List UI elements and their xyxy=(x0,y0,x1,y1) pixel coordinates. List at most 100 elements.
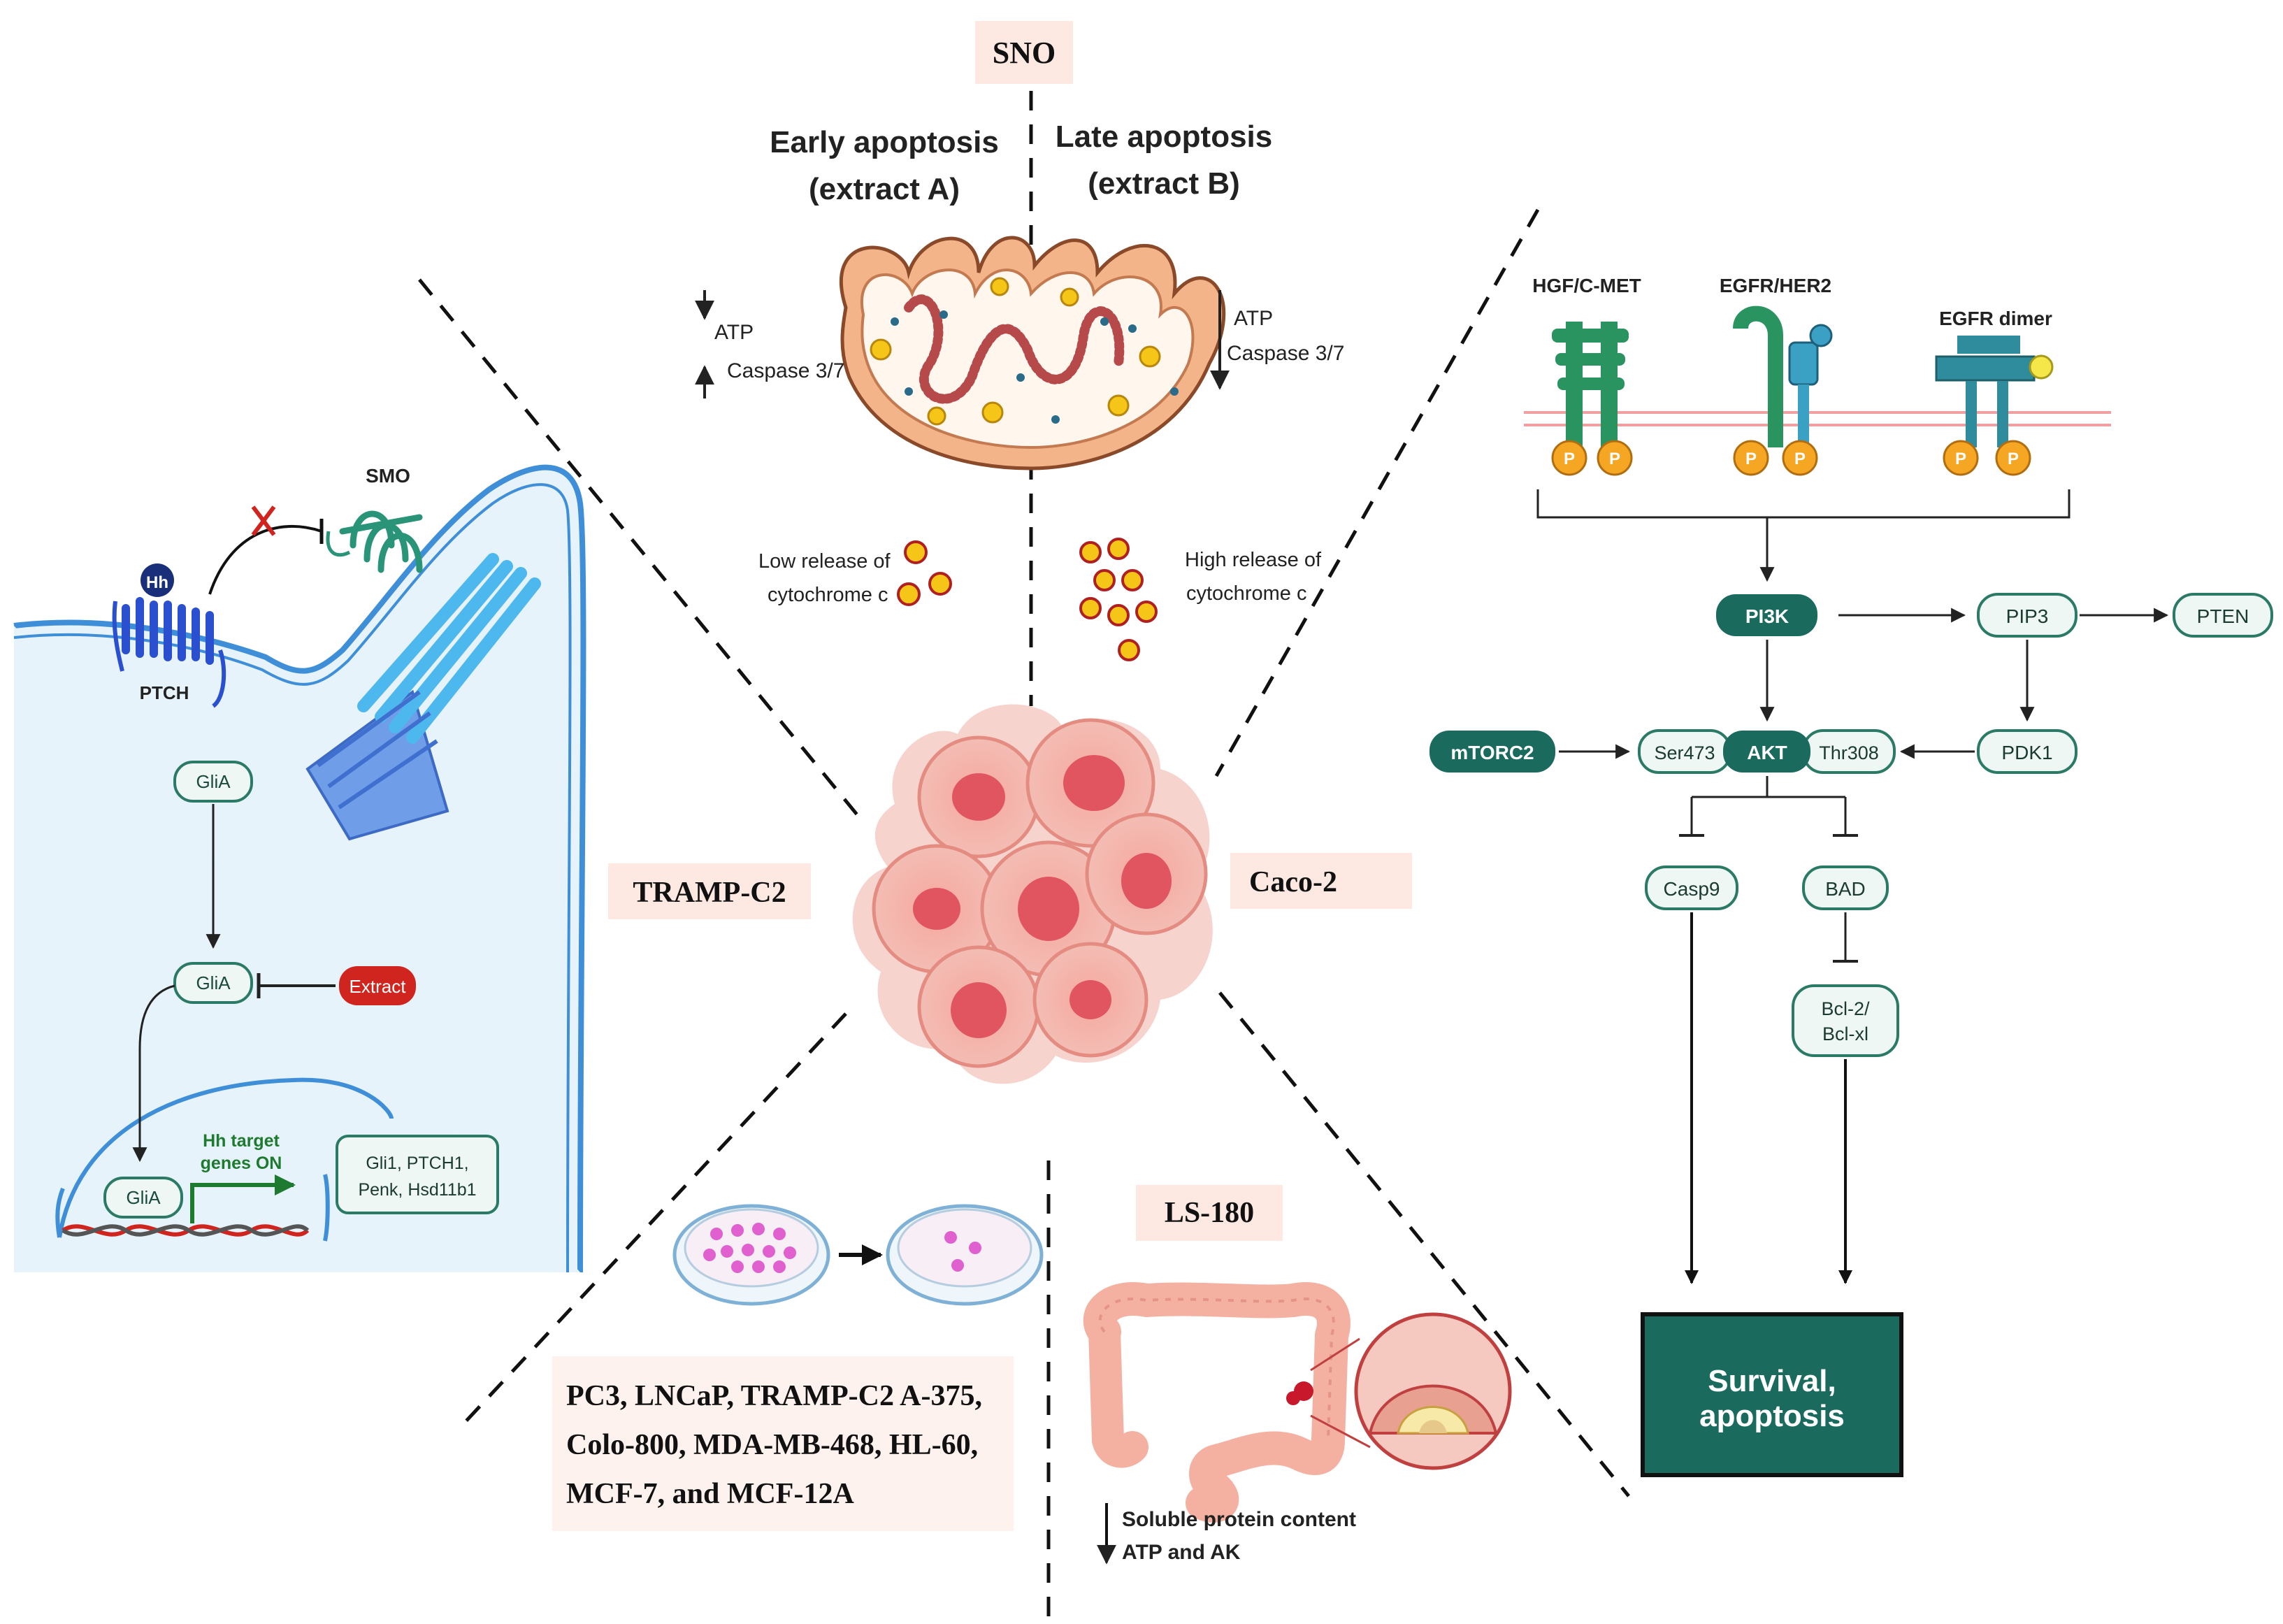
high-release-text: High release of xyxy=(1185,549,1322,571)
mtorc2-label: mTORC2 xyxy=(1450,742,1534,763)
caco2-label-box: Caco-2 xyxy=(1230,853,1412,909)
mitochondrion-icon xyxy=(839,236,1226,470)
cilium-icon xyxy=(305,553,541,841)
bad-label: BAD xyxy=(1825,878,1866,900)
ptch-label: PTCH xyxy=(140,682,189,703)
colon-icon xyxy=(1083,1282,1512,1523)
extract-label: Extract xyxy=(350,976,407,997)
right-atp-text: ATP xyxy=(1234,307,1273,330)
cytochrome-high-icon xyxy=(1079,538,1158,661)
hh-ligand-icon xyxy=(141,563,174,597)
nucleus-membrane xyxy=(57,1077,394,1238)
pi3k-node: PI3K xyxy=(1716,594,1817,636)
phosphate-icon xyxy=(1551,440,2031,476)
svg-text:P: P xyxy=(1564,450,1575,468)
hh-label: Hh xyxy=(146,573,168,592)
soluble-protein-label: Soluble protein content ATP and AK xyxy=(1097,1503,1356,1565)
bclxl-label: Bcl-xl xyxy=(1822,1023,1868,1044)
cell-lines-box: PC3, LNCaP, TRAMP-C2 A-375, Colo-800, MD… xyxy=(552,1356,1014,1531)
ls180-label-box: LS-180 xyxy=(1136,1185,1283,1241)
hgf-cmet-label: HGF/C-MET xyxy=(1532,275,1641,296)
right-caspase-text: Caspase 3/7 xyxy=(1227,342,1344,365)
caco-2-label: Caco-2 xyxy=(1249,866,1337,898)
sno-label-box: SNO xyxy=(975,21,1073,84)
soluble-protein-text: Soluble protein content xyxy=(1122,1508,1356,1531)
svg-text:P: P xyxy=(1609,450,1620,468)
atp-ak-text: ATP and AK xyxy=(1122,1541,1241,1564)
glia-label-2: GliA xyxy=(196,972,231,993)
left-caspase-text: Caspase 3/7 xyxy=(727,359,844,382)
pdk1-node: PDK1 xyxy=(1977,729,2077,774)
pten-node: PTEN xyxy=(2173,593,2273,638)
cytochrome-low-icon xyxy=(897,540,952,606)
ptch-smo-inhibition xyxy=(208,505,324,595)
survival-apoptosis-box: Survival, apoptosis xyxy=(1641,1312,1903,1477)
target-genes-text: Gli1, PTCH1, xyxy=(366,1154,468,1173)
akt-label: AKT xyxy=(1747,742,1787,763)
extract-a-label: (extract A) xyxy=(809,172,960,206)
pip3-label: PIP3 xyxy=(2006,605,2049,627)
mtorc2-node: mTORC2 xyxy=(1429,731,1555,773)
late-apoptosis-label: Late apoptosis xyxy=(1056,120,1273,154)
svg-text:P: P xyxy=(1745,450,1757,468)
cell-lines-text-2: Colo-800, MDA-MB-468, HL-60, xyxy=(566,1429,978,1461)
phosphate-labels: P P P P P P xyxy=(1564,450,2019,468)
receptor-bracket xyxy=(1536,489,2070,582)
bcl2-node: Bcl-2/ Bcl-xl xyxy=(1792,984,1899,1057)
sno-label: SNO xyxy=(993,36,1056,70)
blocked-x-icon xyxy=(251,505,276,536)
svg-text:P: P xyxy=(1955,450,1966,468)
receptor-icon xyxy=(1935,336,2054,447)
dna-icon xyxy=(62,1224,310,1237)
glia-label-1: GliA xyxy=(196,771,231,792)
cancer-cell-cluster-icon xyxy=(852,704,1213,1084)
svg-text:P: P xyxy=(2008,450,2019,468)
glia-pathway: GliA GliA Extract GliA xyxy=(103,761,416,1219)
right-atp-caspase: ATP Caspase 3/7 xyxy=(1210,290,1344,390)
genes-on-label: genes ON xyxy=(201,1154,282,1173)
cell-lines-text-3: MCF-7, and MCF-12A xyxy=(566,1478,854,1510)
hh-target-arrow: Hh target genes ON xyxy=(190,1131,296,1223)
divider-lines xyxy=(418,91,1630,1624)
smo-label: SMO xyxy=(366,465,410,487)
extract-b-label: (extract B) xyxy=(1088,166,1240,201)
low-release-text: Low release of xyxy=(758,550,891,573)
tramp-c2-label: TRAMP-C2 xyxy=(633,877,786,909)
svg-text:P: P xyxy=(1794,450,1806,468)
pip3-node: PIP3 xyxy=(1977,593,2077,638)
bcl2-label: Bcl-2/ xyxy=(1821,998,1870,1019)
ls-180-label: LS-180 xyxy=(1165,1197,1254,1229)
cell-lines-text-1: PC3, LNCaP, TRAMP-C2 A-375, xyxy=(566,1380,982,1412)
target-genes-text-2: Penk, Hsd11b1 xyxy=(358,1180,476,1200)
petri-dish-icon xyxy=(886,1204,1044,1306)
ptch-receptor-icon: Hh PTCH xyxy=(112,563,226,708)
casp9-label: Casp9 xyxy=(1664,878,1720,900)
bad-node: BAD xyxy=(1802,865,1889,910)
receptor-icon xyxy=(1552,322,1629,447)
membrane-lines xyxy=(1524,411,2111,426)
smo-receptor-icon: SMO xyxy=(326,465,423,573)
petri-dish-icon xyxy=(672,1204,830,1306)
egfr-her2-label: EGFR/HER2 xyxy=(1720,275,1831,296)
glia-label-3: GliA xyxy=(126,1187,161,1208)
akt-complex: Ser473 Thr308 AKT xyxy=(1638,729,1896,774)
pten-label: PTEN xyxy=(2197,605,2249,627)
tramp-label-box: TRAMP-C2 xyxy=(608,863,811,919)
left-atp-text: ATP xyxy=(714,321,754,344)
apoptosis-label: apoptosis xyxy=(1699,1399,1845,1433)
bad-inhibition xyxy=(1833,912,1858,963)
hh-target-label: Hh target xyxy=(203,1131,280,1151)
pi3k-label: PI3K xyxy=(1745,605,1789,627)
high-release-text-2: cytochrome c xyxy=(1186,582,1306,605)
ser473-label: Ser473 xyxy=(1654,742,1715,763)
left-atp-caspase: ATP Caspase 3/7 xyxy=(695,290,844,398)
egfr-dimer-label: EGFR dimer xyxy=(1939,308,2052,329)
early-apoptosis-label: Early apoptosis xyxy=(770,125,999,159)
casp9-node: Casp9 xyxy=(1645,865,1738,910)
pdk1-label: PDK1 xyxy=(2001,742,2052,763)
survival-label: Survival, xyxy=(1708,1364,1836,1398)
akt-inhibition xyxy=(1679,776,1858,837)
receptor-icon xyxy=(1733,306,1833,447)
target-genes-box: Gli1, PTCH1, Penk, Hsd11b1 xyxy=(336,1135,499,1214)
